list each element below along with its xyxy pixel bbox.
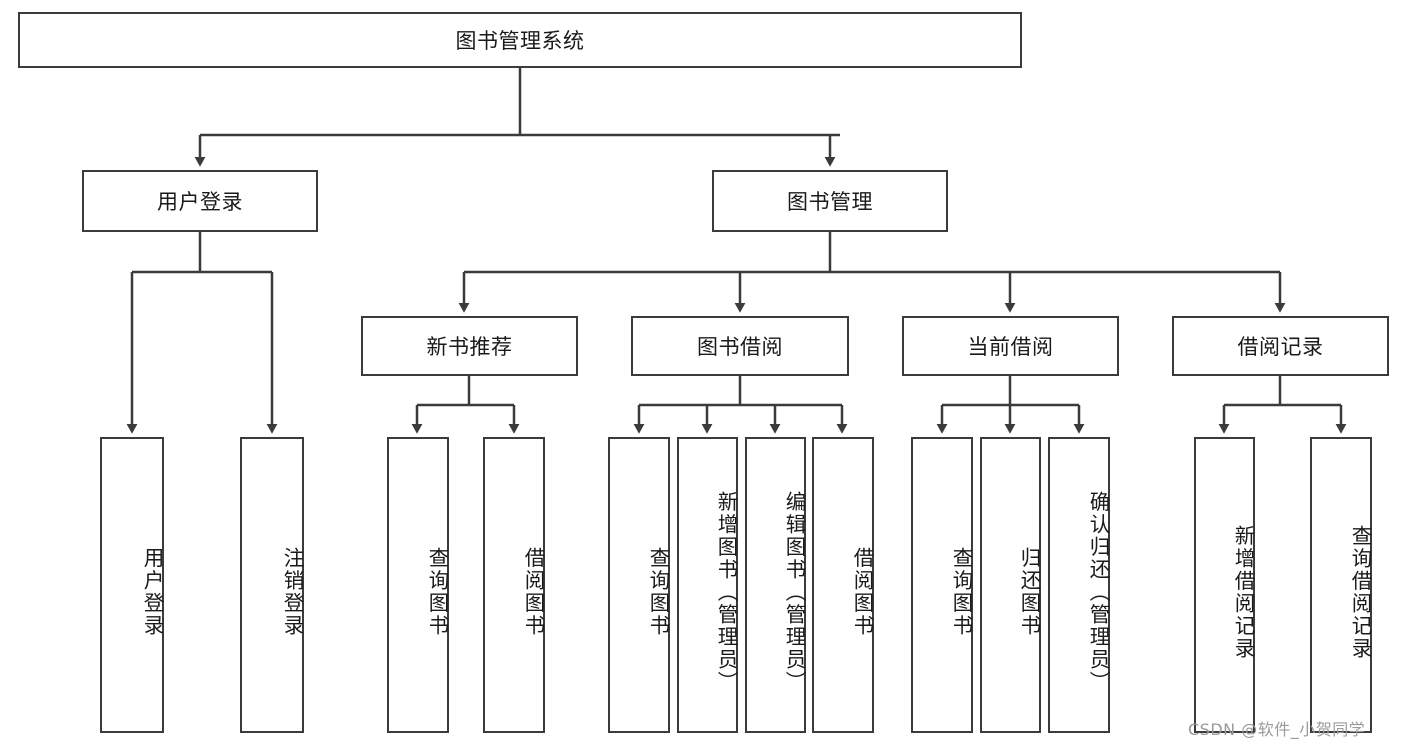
node-leaf-logout-login-label: 注销登录: [280, 547, 304, 637]
node-leaf-query-book-3[interactable]: 查询图书: [911, 437, 973, 733]
node-new-book-recommend[interactable]: 新书推荐: [361, 316, 578, 376]
node-leaf-return-book-label: 归还图书: [1017, 547, 1041, 637]
node-book-manage-label: 图书管理: [787, 190, 873, 214]
node-leaf-edit-book-label: 编辑图书（管理员）: [782, 490, 806, 694]
node-leaf-add-record[interactable]: 新增借阅记录: [1194, 437, 1255, 733]
node-book-borrow-label: 图书借阅: [697, 335, 783, 359]
node-leaf-query-book-2[interactable]: 查询图书: [608, 437, 670, 733]
node-current-borrow-label: 当前借阅: [967, 335, 1054, 359]
node-borrow-record[interactable]: 借阅记录: [1172, 316, 1389, 376]
node-book-manage[interactable]: 图书管理: [712, 170, 948, 232]
node-user-login-label: 用户登录: [157, 190, 243, 214]
node-root-label: 图书管理系统: [455, 29, 585, 53]
node-leaf-add-book[interactable]: 新增图书（管理员）: [677, 437, 738, 733]
node-leaf-user-login-label: 用户登录: [140, 547, 164, 637]
node-leaf-query-record[interactable]: 查询借阅记录: [1310, 437, 1372, 733]
node-leaf-logout-login[interactable]: 注销登录: [240, 437, 304, 733]
node-leaf-borrow-book-1-label: 借阅图书: [521, 547, 545, 637]
node-leaf-user-login[interactable]: 用户登录: [100, 437, 164, 733]
node-leaf-query-book-2-label: 查询图书: [646, 547, 670, 637]
node-user-login[interactable]: 用户登录: [82, 170, 318, 232]
node-leaf-query-book-3-label: 查询图书: [949, 547, 973, 637]
node-leaf-query-record-label: 查询借阅记录: [1348, 524, 1372, 660]
node-leaf-add-record-label: 新增借阅记录: [1231, 524, 1255, 660]
node-leaf-borrow-book-2-label: 借阅图书: [850, 547, 874, 637]
node-new-book-recommend-label: 新书推荐: [426, 335, 513, 359]
node-leaf-borrow-book-2[interactable]: 借阅图书: [812, 437, 874, 733]
node-leaf-query-book-1-label: 查询图书: [425, 547, 449, 637]
node-leaf-confirm-return[interactable]: 确认归还（管理员）: [1048, 437, 1110, 733]
node-leaf-confirm-return-label: 确认归还（管理员）: [1086, 490, 1110, 694]
node-leaf-query-book-1[interactable]: 查询图书: [387, 437, 449, 733]
watermark: CSDN @软件_小贺同学: [1188, 720, 1366, 739]
node-leaf-return-book[interactable]: 归还图书: [980, 437, 1041, 733]
node-leaf-borrow-book-1[interactable]: 借阅图书: [483, 437, 545, 733]
node-leaf-add-book-label: 新增图书（管理员）: [714, 490, 738, 694]
node-current-borrow[interactable]: 当前借阅: [902, 316, 1119, 376]
node-borrow-record-label: 借阅记录: [1237, 335, 1324, 359]
node-leaf-edit-book[interactable]: 编辑图书（管理员）: [745, 437, 806, 733]
node-root[interactable]: 图书管理系统: [18, 12, 1022, 68]
node-book-borrow[interactable]: 图书借阅: [631, 316, 849, 376]
